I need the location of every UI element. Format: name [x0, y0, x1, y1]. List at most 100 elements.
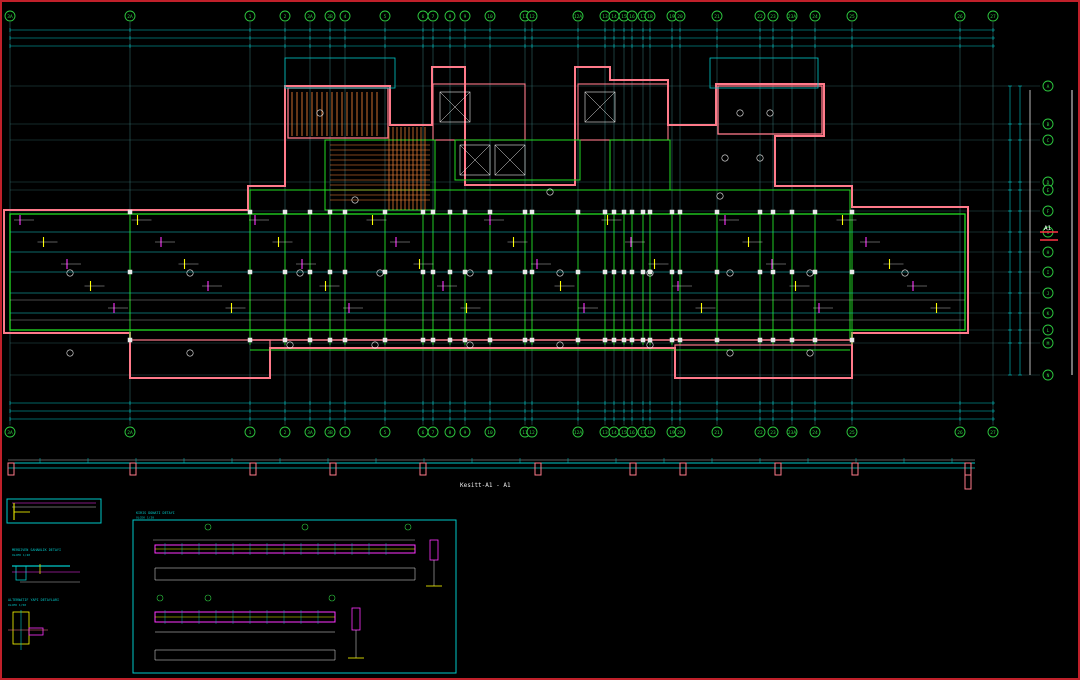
column [621, 269, 627, 275]
column [575, 209, 581, 215]
section-column [774, 462, 782, 476]
section-column [679, 462, 687, 476]
column [529, 209, 535, 215]
section-elevation [7, 458, 975, 490]
column [382, 269, 388, 275]
grid-bubble [954, 426, 966, 438]
frame-detail-title: ALTERNATIF YAPI DETAYLARI [8, 598, 59, 602]
section-column [129, 462, 137, 476]
column [447, 269, 453, 275]
grid-bubble-label: 23 [770, 430, 776, 436]
grid-bubble-label: L [1047, 328, 1050, 334]
grid-bubble-label: 5 [384, 430, 387, 436]
column [812, 209, 818, 215]
beam-1-axis [301, 523, 309, 531]
grid-bubble-label: 2A [127, 430, 133, 436]
grid-bubble-label: 8 [449, 430, 452, 436]
grid-bubble [484, 426, 496, 438]
grid-bubble-label: 3A [7, 430, 13, 436]
grid-bubble-label: 14 [611, 14, 617, 20]
section-marker-label: A1 [1044, 225, 1052, 232]
column [757, 337, 763, 343]
section-column [629, 462, 637, 476]
column [462, 337, 468, 343]
column [714, 337, 720, 343]
grid-bubble [1042, 134, 1054, 146]
column [789, 269, 795, 275]
elevator-shaft [459, 144, 491, 176]
beam-2-axis [204, 594, 212, 602]
column [647, 269, 653, 275]
column [812, 269, 818, 275]
column [611, 209, 617, 215]
column [812, 337, 818, 343]
column [342, 209, 348, 215]
column [621, 337, 627, 343]
slab-tag [186, 269, 194, 277]
column [462, 269, 468, 275]
grid-bubble-label: 15 [621, 14, 627, 20]
grid-bubble-label: 19 [669, 14, 675, 20]
grid-bubble [754, 10, 766, 22]
slab-tag [646, 269, 654, 277]
column [770, 269, 776, 275]
column [640, 337, 646, 343]
slab-tag [726, 349, 734, 357]
grid-bubble [444, 426, 456, 438]
column [487, 337, 493, 343]
grid-bubble [626, 10, 638, 22]
grid-bubble [572, 10, 584, 22]
grid-bubble [754, 426, 766, 438]
column [757, 209, 763, 215]
grid-bubble-label: 3A [307, 14, 313, 20]
grid-bubble-label: 23A [788, 430, 796, 436]
grid-bubble [427, 426, 439, 438]
grid-bubble-label: 7 [432, 430, 435, 436]
dimension-lines [9, 28, 1022, 421]
grid-bubble [444, 10, 456, 22]
grid-bubble-label: 1 [249, 430, 252, 436]
grid-bubble [711, 10, 723, 22]
grid-bubble [767, 426, 779, 438]
grid-bubble [644, 10, 656, 22]
column [575, 337, 581, 343]
grid-bubble [987, 426, 999, 438]
column [640, 269, 646, 275]
slab-tag [901, 269, 909, 277]
bay-bottom-right [674, 344, 853, 379]
column [307, 209, 313, 215]
grid-bubble [339, 426, 351, 438]
grid-bubble [767, 10, 779, 22]
column [382, 209, 388, 215]
slab-tag [66, 349, 74, 357]
grid-bubble [1042, 266, 1054, 278]
grid-bubble-label: 14 [611, 430, 617, 436]
grid-bubble [626, 426, 638, 438]
elevator-cross [459, 144, 491, 176]
grid-bubble-label: D [1047, 180, 1050, 186]
frame-detail-sub: OLCEK 1/50 [8, 603, 26, 607]
column [770, 337, 776, 343]
slab-tag [646, 341, 654, 349]
slab-tag [756, 154, 764, 162]
column [447, 209, 453, 215]
grid-bubble-label: 11 [522, 14, 528, 20]
section-column [534, 462, 542, 476]
column [127, 209, 133, 215]
column [770, 209, 776, 215]
grid-bubble-label: 27 [990, 430, 996, 436]
slab-tag [296, 269, 304, 277]
balcony-top-left [284, 57, 396, 89]
grid-bubble-label: 12 [529, 430, 535, 436]
grid-bubble-label: 2 [284, 430, 287, 436]
grid-bubble [809, 10, 821, 22]
beam-detail-title: KIRIS DONATI DETAYI [136, 511, 175, 515]
grid-bubble-label: 3A [307, 430, 313, 436]
section-column [851, 462, 859, 476]
column [677, 269, 683, 275]
slab-tag [371, 341, 379, 349]
grid-bubble [1042, 246, 1054, 258]
grid-bubble [786, 426, 798, 438]
stair-well-right [609, 139, 671, 191]
